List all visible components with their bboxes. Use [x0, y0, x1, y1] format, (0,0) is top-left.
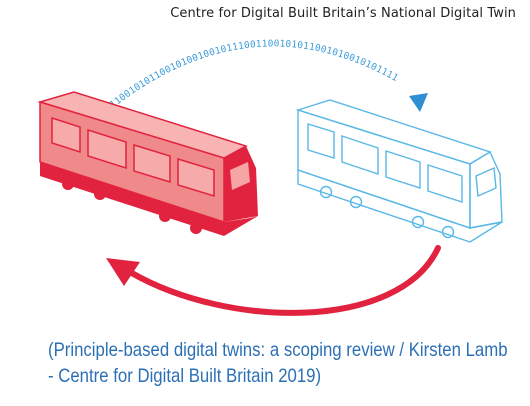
caption-line-2: - Centre for Digital Built Britain 2019) — [48, 365, 322, 387]
caption-line-1: (Principle-based digital twins: a scopin… — [48, 339, 508, 361]
header-title: Centre for Digital Built Britain’s Natio… — [170, 6, 516, 21]
blue-outline-train-icon — [295, 99, 503, 243]
binary-stream: 0110010101100101001001011100110010101100… — [103, 38, 400, 114]
data-flow-arrowhead — [409, 93, 428, 112]
figure-caption: (Principle-based digital twins: a scopin… — [48, 337, 508, 389]
red-train-icon — [37, 91, 258, 236]
red-return-arrow — [106, 245, 441, 316]
